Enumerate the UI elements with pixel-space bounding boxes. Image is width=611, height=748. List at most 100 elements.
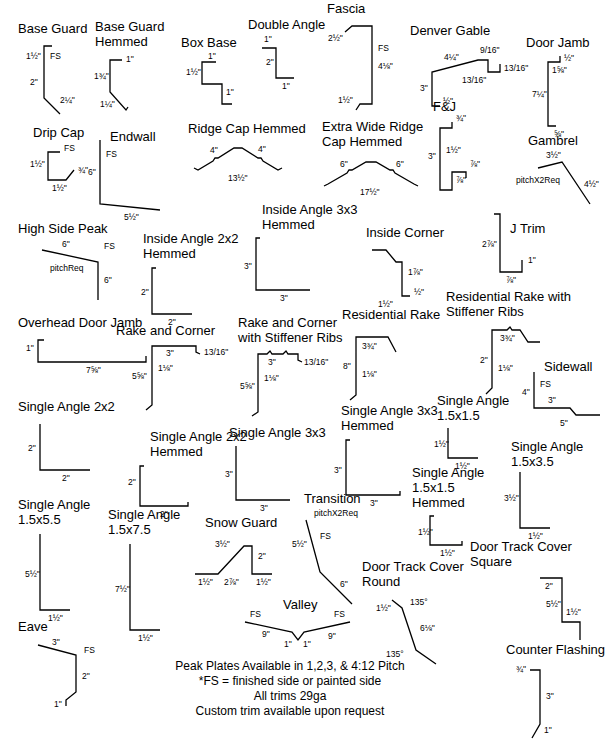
dimension-label: 3" xyxy=(334,466,342,476)
dimension-label: ¾" xyxy=(78,166,88,176)
trim-name: Single Angle 3x3 xyxy=(229,426,326,441)
snow-guard-profile xyxy=(195,546,272,574)
dimension-label: 1" xyxy=(208,52,216,62)
trim-name: Rake and Corner with Stiffener Ribs xyxy=(238,316,356,346)
dimension-label: FS xyxy=(64,144,75,154)
trim-name: Single Angle 1.5x7.5 xyxy=(108,508,203,538)
rake-corner-ribs-profile xyxy=(252,351,302,416)
dimension-label: 17½" xyxy=(360,188,380,198)
dimension-label: 3" xyxy=(370,499,378,509)
dimension-label: 1½" xyxy=(198,578,213,588)
dimension-label: 1½" xyxy=(186,68,201,78)
dimension-label: 13/16" xyxy=(204,348,228,358)
trim-name: Snow Guard xyxy=(205,516,277,531)
dimension-label: 3" xyxy=(260,504,268,514)
dimension-label: 3½" xyxy=(504,494,519,504)
note-line: Custom trim available upon request xyxy=(150,705,430,719)
dimension-label: 2" xyxy=(62,474,70,484)
dimension-label: 2" xyxy=(82,672,90,682)
dimension-label: 135° xyxy=(410,598,428,608)
residential-rake-profile xyxy=(350,337,396,400)
dimension-label: 1" xyxy=(126,55,134,65)
dimension-label: 2½" xyxy=(328,34,343,44)
dimension-label: 2" xyxy=(266,58,274,68)
dimension-label: 1" xyxy=(54,700,62,710)
high-side-peak-profile xyxy=(42,250,98,300)
dimension-label: 9" xyxy=(328,632,336,642)
dimension-label: 3¾" xyxy=(362,342,377,352)
trim-name: Eave xyxy=(18,620,48,635)
dimension-label: 3¾" xyxy=(500,334,515,344)
trim-name: Drip Cap xyxy=(33,126,84,141)
trim-name: Inside Angle 3x3 Hemmed xyxy=(262,203,372,233)
dimension-label: FS xyxy=(540,380,551,390)
dimension-label: 4" xyxy=(210,146,218,156)
single-angle-3x3-hemmed-profile xyxy=(346,440,400,495)
dimension-label: 3" xyxy=(428,152,436,162)
dimension-label: 4" xyxy=(522,388,530,398)
dimension-label: 3" xyxy=(225,470,233,480)
trim-name: Denver Gable xyxy=(410,24,490,39)
dimension-label: 1½" xyxy=(376,604,391,614)
dimension-label: ⅞" xyxy=(506,276,516,286)
double-angle-profile xyxy=(262,48,294,78)
dimension-label: ½" xyxy=(414,288,424,298)
trim-name: Transition xyxy=(304,492,361,507)
dimension-label: 9" xyxy=(262,630,270,640)
dimension-label: 1" xyxy=(282,82,290,92)
dimension-label: FS xyxy=(104,242,115,252)
single-angle-1-5x5-5-profile xyxy=(40,534,70,610)
trim-name: Ridge Cap Hemmed xyxy=(188,122,306,137)
dimension-label: 1" xyxy=(284,640,292,650)
dimension-label: 2" xyxy=(128,478,136,488)
dimension-label: 6" xyxy=(340,160,348,170)
trim-name: Fascia xyxy=(327,2,365,17)
dimension-label: 1½" xyxy=(138,634,153,644)
trim-name: High Side Peak xyxy=(18,222,108,237)
single-angle-2x2-profile xyxy=(40,424,90,470)
dimension-label: 1½" xyxy=(566,608,581,618)
trim-name: Gambrel xyxy=(528,134,578,149)
trim-name: J Trim xyxy=(510,222,545,237)
trim-name: Residential Rake xyxy=(342,308,440,323)
dimension-label: 1½" xyxy=(256,578,271,588)
dimension-label: FS xyxy=(106,150,117,160)
dimension-label: 5½" xyxy=(546,600,561,610)
dimension-label: 6" xyxy=(62,240,70,250)
dimension-label: 4" xyxy=(258,145,266,155)
dimension-label: 1" xyxy=(544,726,552,736)
dimension-label: 1⅞" xyxy=(408,268,423,278)
dimension-label: pitchX2Req xyxy=(516,176,560,186)
eave-profile xyxy=(38,645,76,706)
dimension-label: 6" xyxy=(104,276,112,286)
dimension-label: FS xyxy=(250,610,261,620)
ridge-cap-profile xyxy=(194,148,282,170)
trim-name: Inside Corner xyxy=(366,226,444,241)
trim-name: Single Angle 1.5x1.5 xyxy=(437,394,532,424)
dimension-label: pitchReq xyxy=(50,264,84,274)
dimension-label: 1½" xyxy=(338,96,353,106)
dimension-label: 5½" xyxy=(292,540,307,550)
dimension-label: FS xyxy=(378,44,389,54)
trim-name: Single Angle 1.5x3.5 xyxy=(511,440,606,470)
dimension-label: 1½" xyxy=(26,52,41,62)
dimension-label: 2" xyxy=(141,288,149,298)
dimension-label: 2⅞" xyxy=(224,578,239,588)
dimension-label: ½" xyxy=(564,54,574,64)
dimension-label: 5⅝" xyxy=(132,372,147,382)
door-track-square-profile xyxy=(540,578,580,640)
dimension-label: 4½" xyxy=(584,180,599,190)
dimension-label: 8" xyxy=(343,362,351,372)
dimension-label: FS xyxy=(320,532,331,542)
drip-cap-profile xyxy=(48,152,74,180)
base-guard-profile xyxy=(44,46,60,114)
dimension-label: 9/16" xyxy=(480,46,500,56)
trim-name: Rake and Corner xyxy=(116,324,215,339)
inside-angle-3x3-profile xyxy=(256,238,310,290)
dimension-label: 5" xyxy=(560,419,568,429)
single-angle-2x2-hemmed-profile xyxy=(140,466,188,506)
trim-name: Base Guard xyxy=(18,22,87,37)
residential-rake-ribs-profile xyxy=(486,327,540,394)
trim-name: Single Angle 3x3 Hemmed xyxy=(341,404,441,434)
dimension-label: 1½" xyxy=(434,440,449,450)
